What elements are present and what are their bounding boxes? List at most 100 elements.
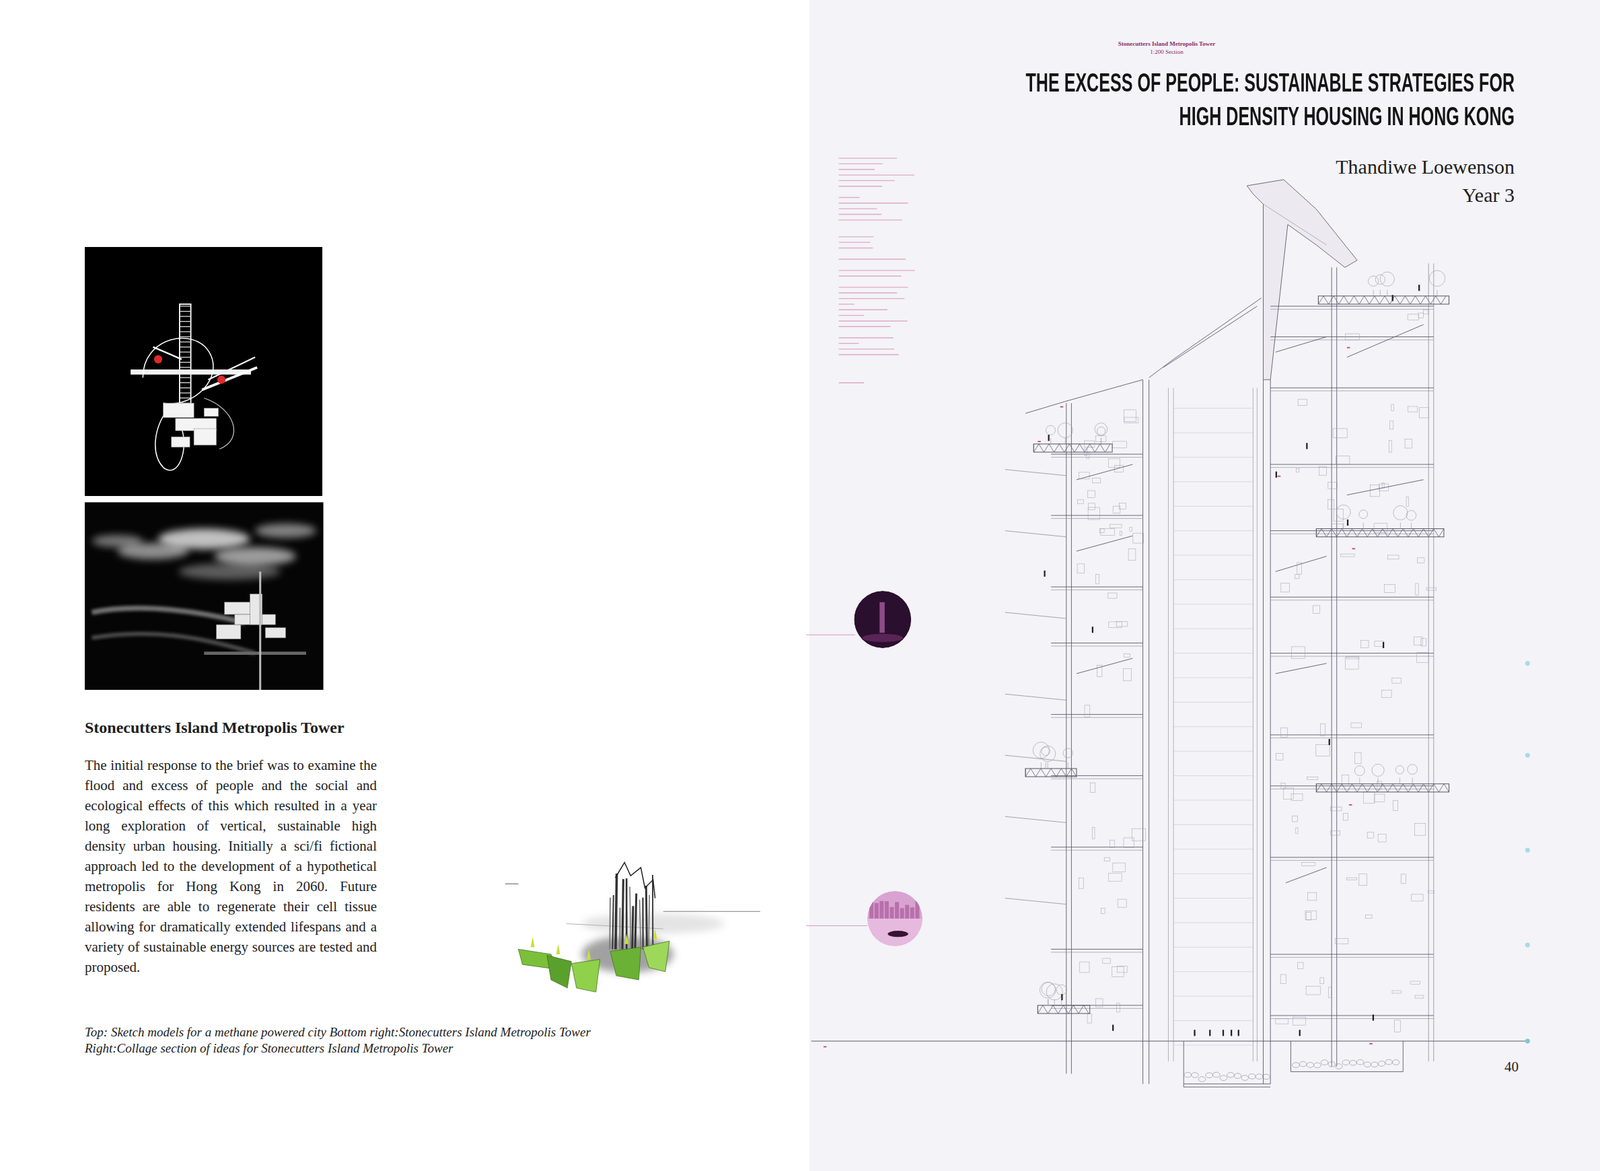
illustration-line <box>1048 999 1049 1006</box>
illustration-line <box>179 351 192 353</box>
illustration-rect <box>1295 827 1298 833</box>
illustration-line <box>179 305 192 307</box>
illustration-rect <box>1406 497 1409 507</box>
illustration-ellipse <box>1227 1072 1235 1078</box>
illustration-line <box>1263 203 1327 245</box>
illustration-line <box>1270 305 1434 307</box>
illustration-rect <box>1354 752 1362 764</box>
illustration-path <box>642 940 669 971</box>
illustration-rect <box>1299 1029 1301 1036</box>
illustration-circle <box>1040 745 1056 761</box>
page-ground <box>809 0 1600 1171</box>
illustration-line <box>1173 530 1253 531</box>
illustration-line <box>1252 387 1254 1062</box>
figure-caption: Top: Sketch models for a methane powered… <box>84 1024 637 1057</box>
sketch-model-photo <box>84 501 324 690</box>
illustration-rect <box>1281 728 1288 738</box>
illustration-rect <box>1112 441 1127 448</box>
illustration-rect <box>1104 857 1110 861</box>
illustration-line <box>839 247 874 249</box>
illustration-line <box>1412 777 1413 784</box>
drawing-title: Stonecutters Island Metropolis Tower <box>1110 40 1224 48</box>
illustration-rect <box>1079 961 1090 973</box>
illustration-rect <box>1316 744 1330 757</box>
illustration-line <box>839 197 860 198</box>
illustration-rect <box>1418 284 1420 291</box>
illustration-rect <box>1411 894 1424 901</box>
illustration-rect <box>1128 548 1136 560</box>
illustration-rect <box>1079 877 1084 889</box>
tower-section <box>811 179 1531 1087</box>
illustration-circle <box>1039 981 1056 998</box>
illustration-line <box>1050 778 1143 780</box>
illustration-line <box>179 320 192 322</box>
illustration-rect <box>1306 776 1318 780</box>
illustration-rect <box>1382 690 1392 698</box>
illustration-line <box>839 286 909 288</box>
illustration-rect <box>84 501 324 690</box>
illustration-line <box>1173 800 1253 801</box>
illustration-rect <box>1112 966 1124 977</box>
illustration-ellipse <box>862 633 904 642</box>
marker-dot <box>1525 847 1531 853</box>
illustration-line <box>179 397 192 399</box>
project-heading: Stonecutters Island Metropolis Tower <box>84 717 345 738</box>
illustration-line <box>1359 777 1360 784</box>
illustration-line <box>179 336 192 338</box>
illustration-line <box>1173 848 1253 850</box>
illustration-rect <box>1328 482 1337 489</box>
platform <box>1316 763 1449 792</box>
illustration-path <box>1316 528 1444 537</box>
illustration-line <box>1173 603 1253 605</box>
illustration-rect <box>1238 1029 1240 1036</box>
illustration-line <box>179 331 192 332</box>
illustration-rect <box>1110 839 1115 848</box>
illustration-rect <box>1360 640 1369 648</box>
illustration-rect <box>1305 986 1321 995</box>
illustration-circle <box>1525 1038 1531 1043</box>
illustration-rect <box>1129 527 1133 532</box>
illustration-rect <box>179 304 192 405</box>
illustration-rect <box>1079 472 1090 480</box>
illustration-line <box>615 873 617 949</box>
illustration-line <box>259 571 262 690</box>
illustration-line <box>839 185 883 187</box>
illustration-line <box>1071 403 1072 1074</box>
illustration-circle <box>1336 504 1351 519</box>
illustration-line <box>839 174 915 175</box>
illustration-line <box>1173 505 1253 507</box>
illustration-rect <box>1037 440 1041 443</box>
illustration-ellipse <box>1299 1061 1307 1067</box>
illustration-line <box>1148 379 1150 1084</box>
illustration-circle <box>853 590 912 648</box>
illustration-line <box>1067 762 1069 769</box>
illustration-ellipse <box>1371 1061 1379 1068</box>
illustration-rect <box>1335 937 1349 944</box>
marker-dot <box>1525 660 1531 666</box>
illustration-circle <box>1056 984 1067 995</box>
illustration-line <box>1336 267 1337 1066</box>
illustration-rect <box>1280 974 1286 984</box>
illustration-line <box>1275 556 1327 572</box>
illustration-rect <box>1292 816 1298 822</box>
illustration-rect <box>1230 1029 1232 1036</box>
illustration-rect <box>1407 406 1417 412</box>
illustration-line <box>1377 777 1379 784</box>
illustration-rect <box>1415 583 1419 595</box>
illustration-rect <box>1291 793 1303 800</box>
illustration-ellipse <box>255 523 317 538</box>
illustration-path <box>1037 1005 1089 1014</box>
illustration-circle <box>1094 422 1108 436</box>
illustration-line <box>1005 898 1067 905</box>
illustration-rect <box>1222 1029 1224 1036</box>
illustration-line <box>806 925 868 926</box>
illustration-ellipse <box>178 563 281 580</box>
illustration-rect <box>1133 532 1144 543</box>
illustration-line <box>839 219 903 221</box>
illustration-circle <box>1046 425 1056 435</box>
illustration-ellipse <box>1255 1073 1263 1080</box>
illustration-line <box>1173 628 1253 630</box>
illustration-line <box>1436 289 1438 297</box>
illustration-line <box>1270 1017 1434 1019</box>
illustration-line <box>1270 856 1434 858</box>
